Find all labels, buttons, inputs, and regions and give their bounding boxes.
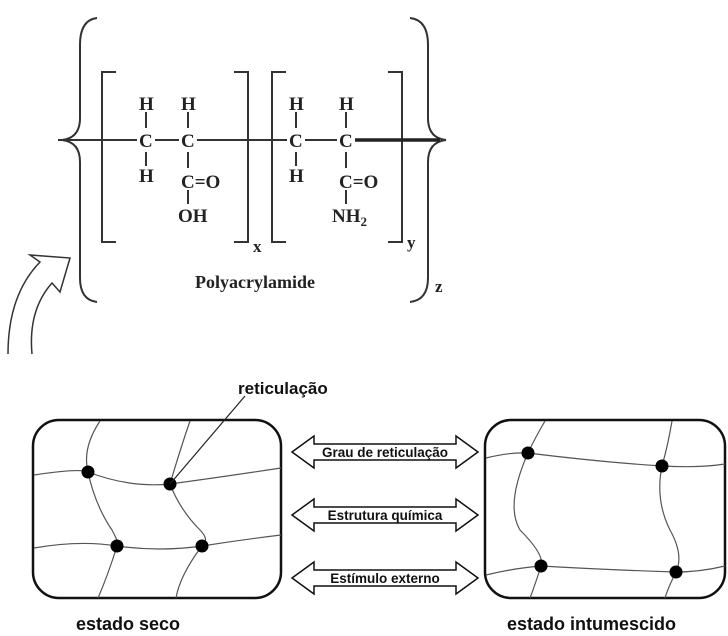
bracket-x-left [101,71,116,243]
subscript-z: z [435,277,443,296]
subscript-x: x [253,237,262,256]
bracket-y-left [271,71,286,243]
swollen-state-label: estado intumescido [507,614,676,634]
curved-arrow-icon [7,254,71,355]
crosslink-node [110,539,124,553]
arrow-external-stimulus: Estímulo externo [290,560,480,596]
crosslink-pointer [169,395,246,485]
polymer-structure: H H C C H C=O OH H H C C H C=O NH2 x y z… [58,17,447,303]
carbonyl-group: C=O [339,172,378,193]
carbonyl-group: C=O [181,172,220,193]
double-arrow-icon [290,497,480,533]
crosslink-node [655,459,669,473]
atom-c: C [181,131,195,152]
bracket-x-right [234,71,249,243]
atom-h: H [139,166,154,187]
atom-c: C [139,131,153,152]
arrow-chemical-structure: Estrutura química [290,497,480,533]
crosslink-node [669,565,683,579]
arrow-label: Estrutura química [328,508,443,523]
crosslink-node [521,446,535,460]
polymer-name: Polyacrylamide [195,272,315,292]
crosslink-node [81,465,95,479]
amide-subscript: 2 [361,214,368,229]
atom-h: H [289,94,304,115]
hydroxyl-group: OH [178,206,208,227]
arrow-label: Estímulo externo [330,571,440,586]
subscript-y: y [407,233,416,252]
crosslink-node [534,559,548,573]
outer-brace-right [409,17,447,303]
double-arrow-icon [290,434,480,470]
crosslink-node [195,539,209,553]
atom-h: H [181,94,196,115]
amide-main: NH [332,206,361,227]
double-arrow-icon [290,560,480,596]
arrow-crosslink-degree: Grau de reticulação [290,434,480,470]
atom-h: H [289,166,304,187]
bracket-y-right [388,71,403,243]
atom-h: H [339,94,354,115]
dry-state-panel [31,418,283,600]
crosslink-label: reticulação [238,379,328,398]
dry-state-label: estado seco [76,614,180,634]
atom-c: C [339,131,353,152]
atom-h: H [139,94,154,115]
atom-c: C [289,131,303,152]
swollen-state-panel [483,418,727,600]
amide-group: NH2 [332,206,367,229]
arrow-label: Grau de reticulação [322,445,448,460]
